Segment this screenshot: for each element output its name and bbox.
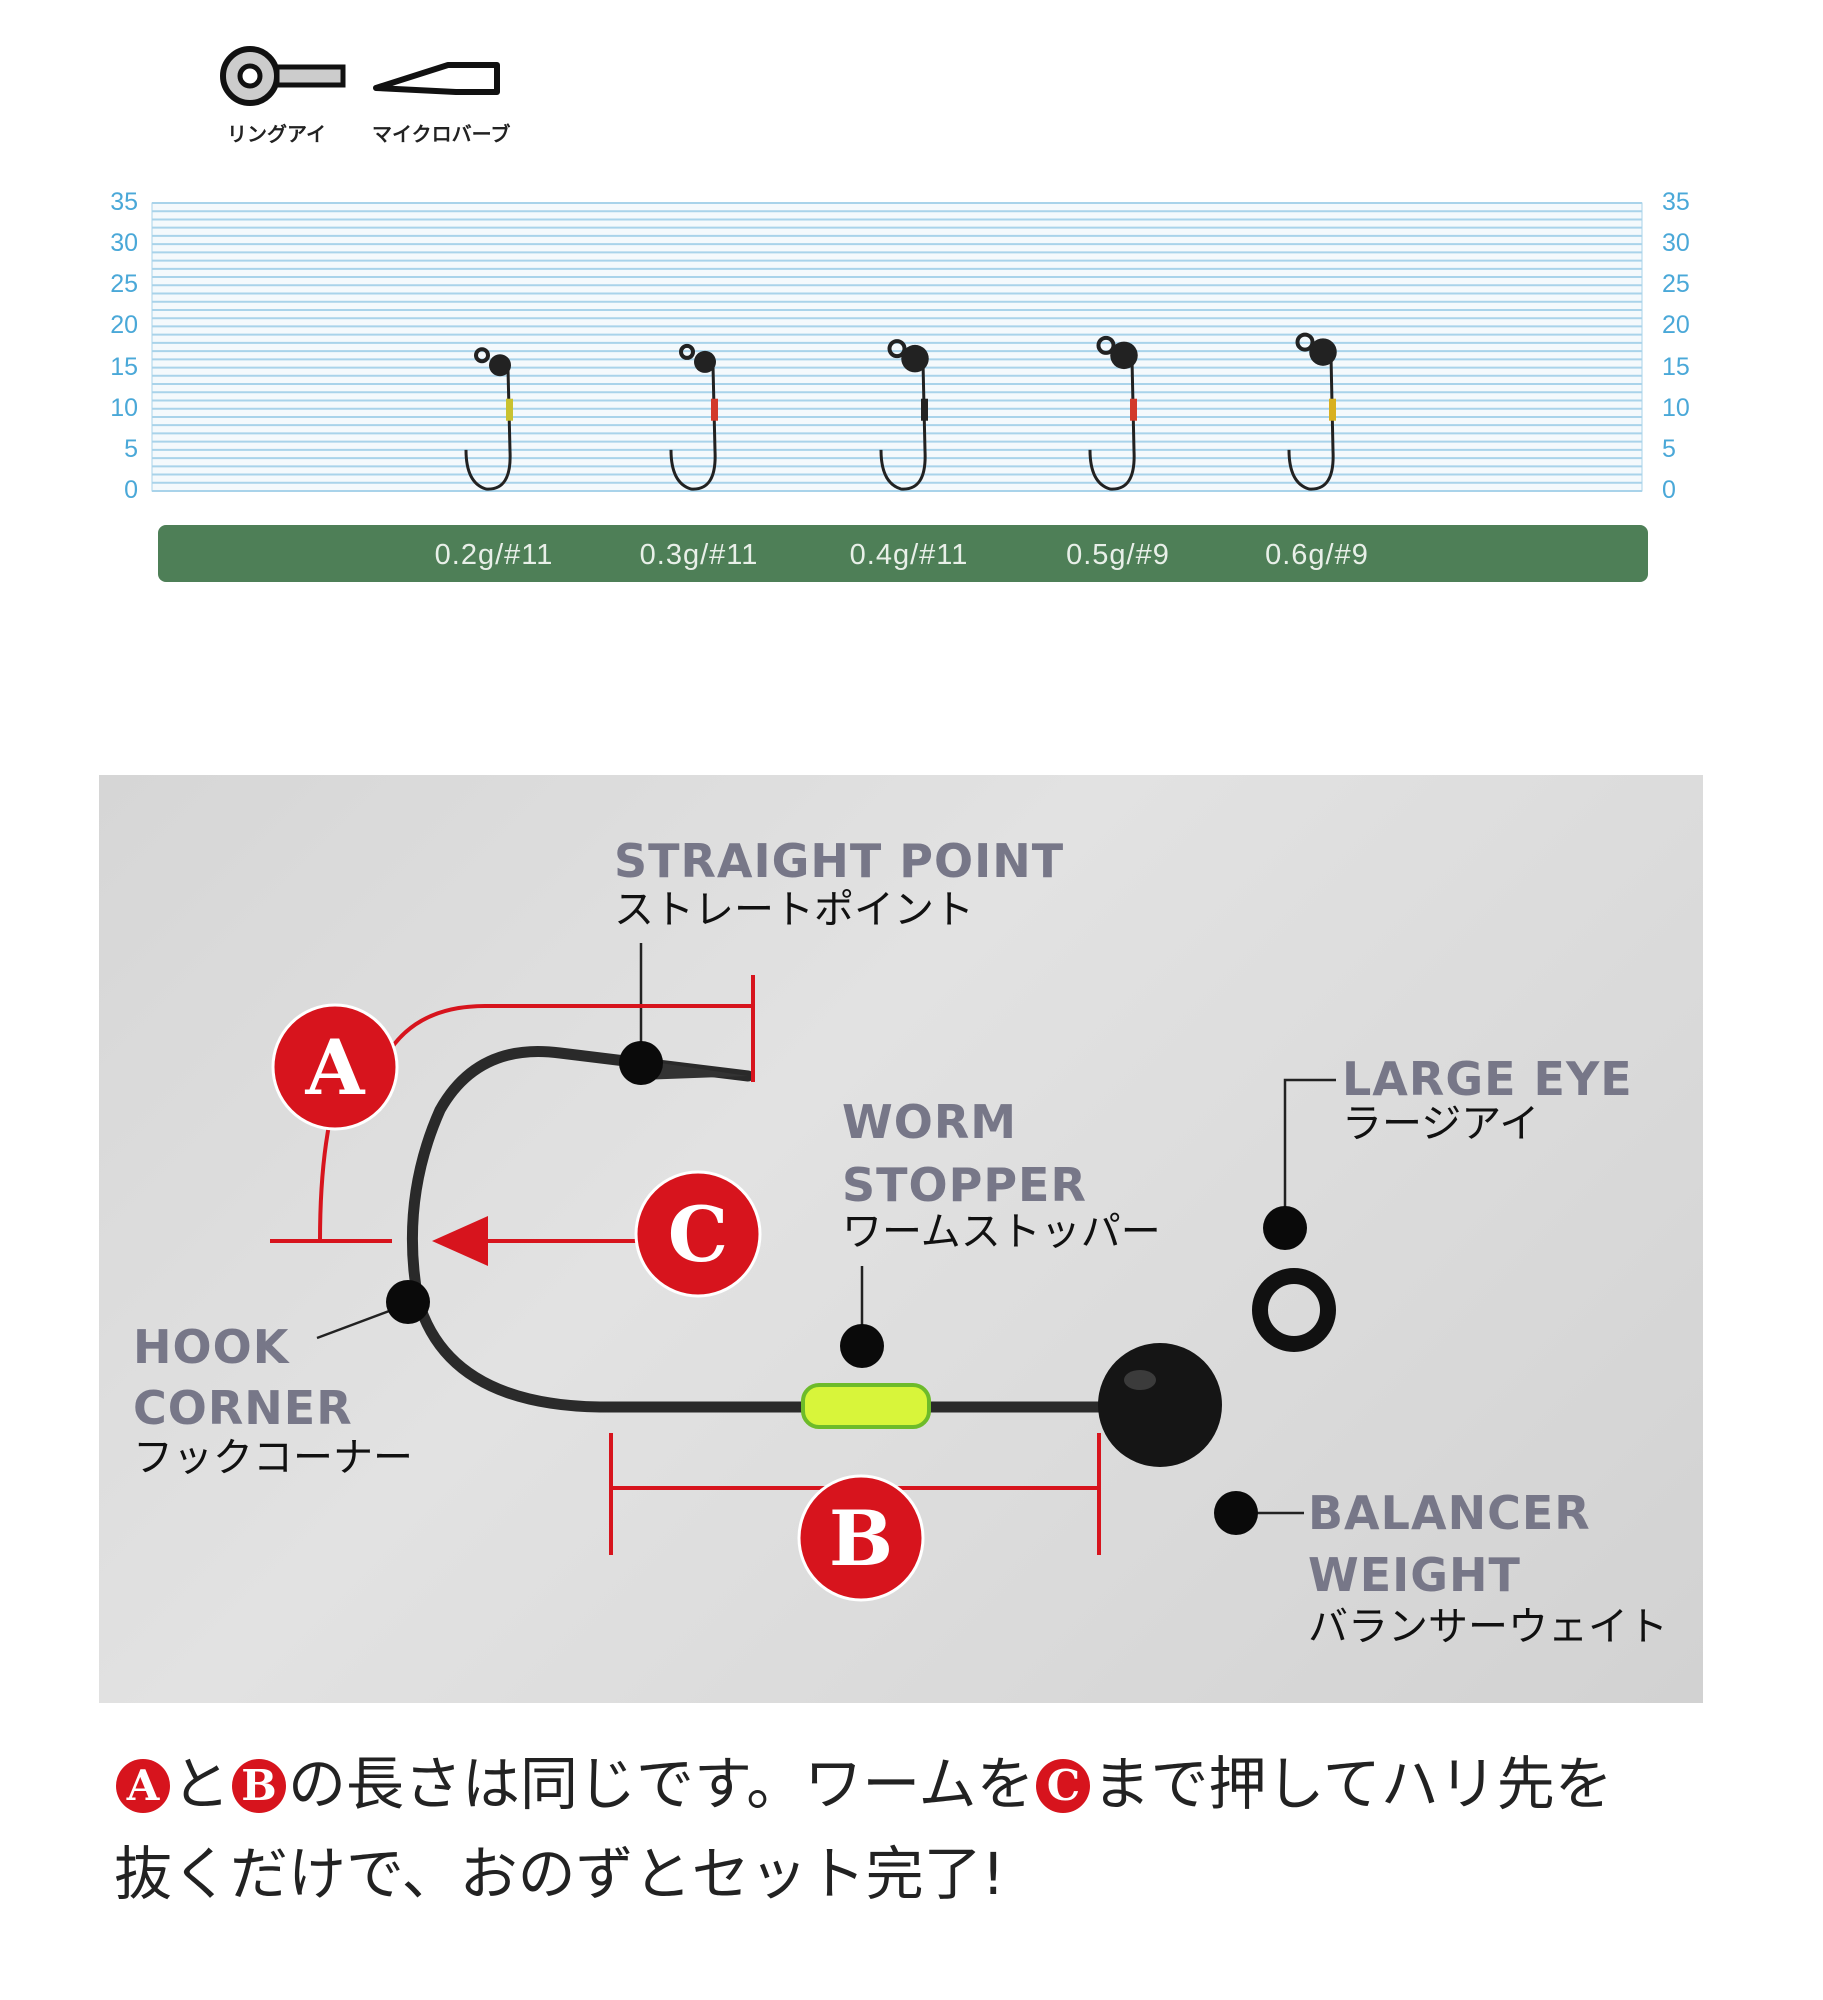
caption-line-2: 抜くだけで、おのずとセット完了! xyxy=(114,1840,1005,1908)
scale-tick-label: 25 xyxy=(110,270,138,299)
scale-tick-label: 10 xyxy=(1662,393,1690,422)
large-eye-label-jp: ラージアイ xyxy=(1342,1101,1540,1147)
straight-point-label-en: STRAIGHT POINT xyxy=(614,834,1065,888)
caption-text: と xyxy=(172,1750,231,1818)
straight-point-dot xyxy=(619,1041,663,1085)
jig-head-hook xyxy=(669,343,718,491)
dimension-a-line xyxy=(388,1004,753,1052)
jig-head-hook xyxy=(1088,335,1138,491)
scale-tick-label: 25 xyxy=(1662,270,1690,299)
ring-eye-icon xyxy=(220,46,346,106)
caption-text: の長さは同じです。ワームを xyxy=(288,1750,1035,1818)
large-eye-label-en: LARGE EYE xyxy=(1342,1052,1633,1106)
balancer-weight-label-en-2: WEIGHT xyxy=(1308,1548,1521,1602)
size-label: 0.3g/#11 xyxy=(639,539,759,571)
hook-corner-label-jp: フックコーナー xyxy=(133,1435,413,1481)
large-eye-ring xyxy=(1252,1268,1336,1352)
caption-marker-b: B xyxy=(232,1759,287,1813)
hook-corner-label-en-2: CORNER xyxy=(133,1381,353,1435)
scale-plot-area xyxy=(151,202,1643,492)
scale-tick-label: 20 xyxy=(1662,311,1690,340)
jig-head-hook xyxy=(1287,332,1337,491)
size-label: 0.6g/#9 xyxy=(1265,539,1369,571)
hook-corner-dot xyxy=(386,1280,430,1324)
micro-barb-label: マイクロバーブ xyxy=(372,122,511,146)
hook-corner-label-en-1: HOOK xyxy=(133,1320,290,1374)
scale-tick-label: 15 xyxy=(1662,352,1690,381)
hook-wire xyxy=(406,1045,1126,1413)
worm-stopper xyxy=(801,1383,931,1429)
worm-stopper-dot xyxy=(840,1324,884,1368)
jig-head-hook xyxy=(464,347,513,491)
arrow-head-icon xyxy=(432,1216,488,1266)
scale-tick-label: 5 xyxy=(124,434,138,463)
size-label: 0.4g/#11 xyxy=(849,539,969,571)
scale-tick-label: 5 xyxy=(1662,434,1676,463)
caption-marker-c: C xyxy=(1036,1759,1091,1813)
worm-stopper-label-en-1: WORM xyxy=(842,1095,1018,1149)
jig-head-hook xyxy=(879,339,929,491)
scale-tick-label: 10 xyxy=(110,393,138,422)
balancer-weight-label-en-1: BALANCER xyxy=(1308,1486,1591,1540)
scale-tick-label: 20 xyxy=(110,311,138,340)
hook-point xyxy=(640,1060,748,1080)
scale-tick-label: 0 xyxy=(124,476,138,504)
scale-tick-label: 0 xyxy=(1662,476,1676,504)
scale-tick-label: 15 xyxy=(110,352,138,381)
marker-b-circle xyxy=(797,1474,925,1602)
marker-c: C xyxy=(668,1190,729,1279)
marker-b: B xyxy=(829,1494,893,1583)
size-label: 0.2g/#11 xyxy=(434,539,554,571)
marker-c-circle xyxy=(634,1170,762,1298)
scale-tick-label: 30 xyxy=(1662,229,1690,258)
caption-text: まで押してハリ先を xyxy=(1092,1750,1613,1818)
balancer-weight-label-jp: バランサーウェイト xyxy=(1308,1604,1668,1650)
marker-a-circle xyxy=(271,1003,399,1131)
marker-a: A xyxy=(305,1023,366,1112)
balancer-weight-ball xyxy=(1098,1343,1222,1467)
scale-tick-label: 30 xyxy=(110,229,138,258)
caption-marker-a: A xyxy=(116,1759,170,1813)
size-label: 0.5g/#9 xyxy=(1066,539,1170,571)
straight-point-label-jp: ストレートポイント xyxy=(614,887,974,933)
size-bar xyxy=(158,525,1648,582)
large-eye-dot xyxy=(1263,1206,1307,1250)
ring-eye-label: リングアイ xyxy=(227,122,326,146)
worm-stopper-label-jp: ワームストッパー xyxy=(842,1209,1161,1255)
scale-tick-label: 35 xyxy=(110,188,138,216)
micro-barb-icon xyxy=(373,62,500,95)
worm-stopper-label-en-2: STOPPER xyxy=(842,1158,1087,1212)
scale-tick-label: 35 xyxy=(1662,188,1690,216)
balancer-weight-dot xyxy=(1214,1491,1258,1535)
